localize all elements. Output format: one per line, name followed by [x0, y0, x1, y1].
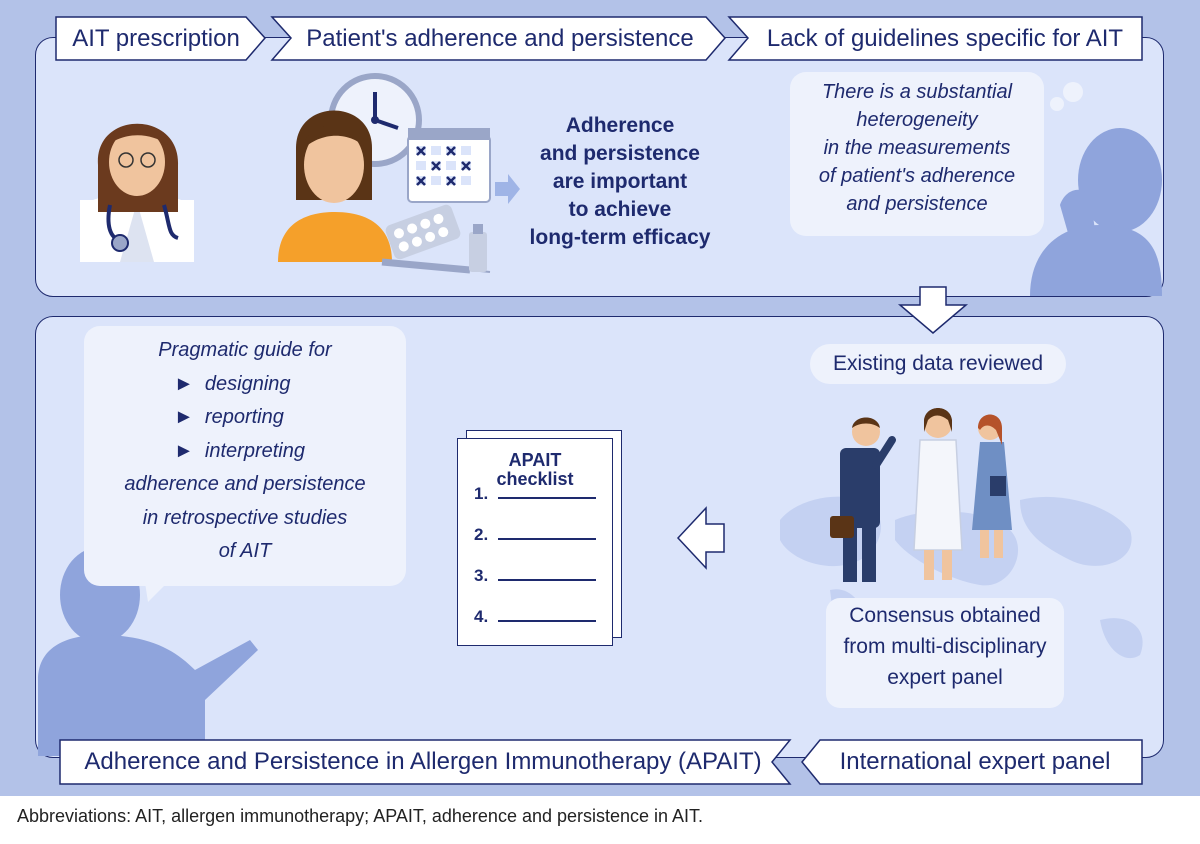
- consensus-line-1: Consensus obtained: [849, 604, 1041, 627]
- consensus-box: Consensus obtained from multi-disciplina…: [826, 598, 1064, 708]
- checklist-item-2: 2.: [474, 525, 489, 544]
- experts-icon: [830, 408, 1012, 582]
- heterogeneity-bubble: There is a substantial heterogeneity in …: [790, 72, 1044, 236]
- guide-tail-2: in retrospective studies: [142, 506, 348, 529]
- checklist-title-line-2: checklist: [496, 469, 574, 489]
- heterogeneity-line-1: There is a substantial: [821, 81, 1013, 103]
- guide-tail-1: adherence and persistence: [124, 473, 366, 495]
- small-right-arrow-icon: [495, 174, 520, 204]
- chevron-international-shape: [801, 739, 1143, 785]
- guide-bullet-1: ► designing: [84, 368, 406, 402]
- abbreviations-note: Abbreviations: AIT, allergen immunothera…: [17, 806, 704, 826]
- bullet-arrow-icon: ►: [174, 406, 194, 428]
- flow-step-adherence: Patient's adherence and persistence: [306, 24, 694, 52]
- checklist-line-2: [498, 538, 596, 540]
- checklist-title: APAIT checklist: [458, 451, 612, 489]
- checklist-line-3: [498, 579, 596, 581]
- guide-bullet-1-text: designing: [204, 372, 291, 395]
- guide-bubble: Pragmatic guide for ► designing ► report…: [84, 326, 406, 586]
- guide-bullet-3-text: interpreting: [204, 439, 305, 462]
- importance-line-5: long-term efficacy: [529, 226, 711, 249]
- checklist-page: APAIT checklist 1. 2. 3. 4.: [457, 438, 613, 646]
- chevron-2-shape: [270, 16, 727, 61]
- bullet-arrow-icon: ►: [174, 372, 194, 395]
- checklist-title-line-1: APAIT: [508, 450, 562, 470]
- guide-bullet-2: ► reporting: [84, 401, 406, 435]
- chevron-apait-shape: [59, 739, 792, 785]
- importance-statement: Adherence and persistence are important …: [515, 112, 725, 252]
- checklist-line-4: [498, 620, 596, 622]
- importance-line-1: Adherence: [565, 114, 675, 137]
- calendar-icon: [407, 128, 491, 203]
- down-arrow-icon: [897, 286, 969, 334]
- chevron-1-shape: [55, 16, 267, 61]
- checklist-item-3: 3.: [474, 566, 489, 585]
- guide-heading: Pragmatic guide for: [158, 339, 332, 361]
- heterogeneity-line-3: in the measurements: [823, 137, 1011, 159]
- importance-line-3: are important: [552, 170, 688, 193]
- existing-data-box: Existing data reviewed: [810, 344, 1066, 384]
- consensus-line-3: expert panel: [887, 666, 1003, 689]
- guide-tail-3: of AIT: [218, 540, 272, 562]
- vial-icon: [469, 224, 487, 272]
- guide-bullet-3: ► interpreting: [84, 435, 406, 469]
- importance-line-2: and persistence: [540, 142, 700, 165]
- checklist-item-1: 1.: [474, 484, 489, 503]
- pill-blister-icon: [385, 204, 461, 260]
- bottom-chevron-row: [59, 739, 1143, 785]
- thinking-person-icon: [1030, 82, 1162, 296]
- heterogeneity-line-2: heterogeneity: [856, 109, 978, 131]
- guide-bullet-2-text: reporting: [204, 406, 284, 428]
- doctor-icon: [80, 123, 194, 262]
- patient-icon: [278, 110, 392, 262]
- flow-step-international-panel: International expert panel: [839, 748, 1111, 775]
- heterogeneity-line-4: of patient's adherence: [818, 165, 1016, 187]
- chevron-3-shape: [727, 16, 1143, 61]
- checklist-item-4: 4.: [474, 607, 489, 626]
- flow-step-apait: Adherence and Persistence in Allergen Im…: [84, 748, 762, 775]
- top-chevron-row: [55, 16, 1143, 61]
- guide-bubble-tail: [144, 576, 174, 602]
- flow-step-lack-guidelines: Lack of guidelines specific for AIT: [766, 24, 1124, 52]
- heterogeneity-line-5: and persistence: [846, 193, 988, 215]
- bullet-arrow-icon: ►: [174, 439, 194, 462]
- importance-line-4: to achieve: [568, 198, 672, 221]
- flow-step-ait-prescription: AIT prescription: [72, 24, 240, 52]
- footer: [0, 796, 1200, 844]
- consensus-line-2: from multi-disciplinary: [843, 635, 1047, 658]
- checklist-line-1: [498, 497, 596, 499]
- left-arrow-icon: [676, 506, 725, 570]
